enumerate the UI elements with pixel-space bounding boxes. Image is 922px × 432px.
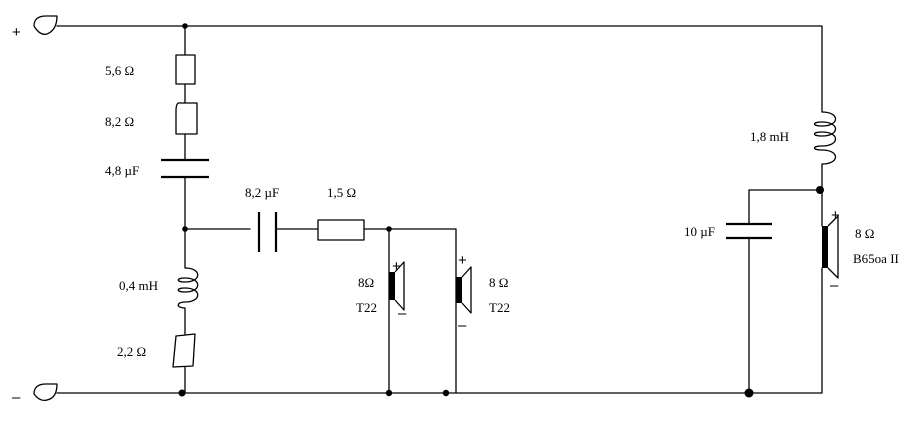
junction-left-mid [182, 226, 188, 232]
resistor-1-5: 1,5 Ω [317, 185, 365, 241]
tweeter-2-model: T22 [489, 300, 510, 315]
inductor-0-4: 0,4 mH [119, 267, 199, 309]
tweeter-1-minus: – [398, 305, 407, 322]
capacitor-8-2-label: 8,2 µF [245, 185, 279, 200]
positive-terminal: + [12, 15, 58, 41]
junction-bottom-left [178, 389, 186, 397]
tweeter-2-impedance: 8 Ω [489, 275, 508, 290]
tweeter-2-speaker: 8 Ω T22 + – [456, 252, 510, 334]
resistor-5-6-label: 5,6 Ω [105, 63, 134, 78]
junction-cap-bottom [744, 388, 754, 398]
woofer-feed-wire [748, 163, 823, 394]
woofer-model: B65oa II [853, 251, 899, 266]
inductor-0-4-label: 0,4 mH [119, 278, 158, 293]
junction-woofer-node [816, 186, 824, 194]
tweeter-1-impedance: 8Ω [358, 275, 374, 290]
resistor-8-2-label: 8,2 Ω [105, 114, 134, 129]
capacitor-4-8: 4,8 µF [105, 158, 209, 179]
resistor-5-6: 5,6 Ω [105, 54, 196, 85]
woofer-speaker: 8 Ω B65oa II + – [821, 207, 899, 294]
tweeter-1-speaker: 8Ω T22 + – [356, 258, 407, 322]
tweeter-2-plus: + [458, 252, 467, 269]
inductor-1-8: 1,8 mH [750, 111, 837, 165]
top-rail-wire [56, 25, 823, 113]
junction-dots [178, 23, 824, 398]
resistor-2-2: 2,2 Ω [117, 333, 196, 368]
woofer-impedance: 8 Ω [855, 226, 874, 241]
junction-top-left [182, 23, 188, 29]
capacitor-8-2: 8,2 µF [245, 185, 279, 252]
tweeter-1-plus: + [392, 258, 401, 275]
positive-sign: + [12, 24, 21, 41]
junction-tweeter-1-bottom [385, 389, 393, 397]
capacitor-4-8-label: 4,8 µF [105, 163, 139, 178]
negative-sign: – [12, 389, 21, 406]
inductor-1-8-label: 1,8 mH [750, 129, 789, 144]
tweeter-1-model: T22 [356, 300, 377, 315]
negative-terminal: – [12, 383, 58, 406]
capacitor-10-label: 10 µF [684, 224, 715, 239]
tweeter-2-minus: – [458, 317, 467, 334]
capacitor-10: 10 µF [684, 222, 772, 240]
resistor-1-5-label: 1,5 Ω [327, 185, 356, 200]
tweeter-feed-wire [184, 228, 457, 394]
woofer-minus: – [830, 277, 839, 294]
resistor-2-2-label: 2,2 Ω [117, 344, 146, 359]
bottom-rail-wire [56, 292, 823, 394]
resistor-8-2: 8,2 Ω [105, 102, 198, 135]
junction-tweeter-top [386, 226, 392, 232]
junction-tweeter-2-bottom [442, 389, 450, 397]
woofer-plus: + [831, 207, 840, 224]
